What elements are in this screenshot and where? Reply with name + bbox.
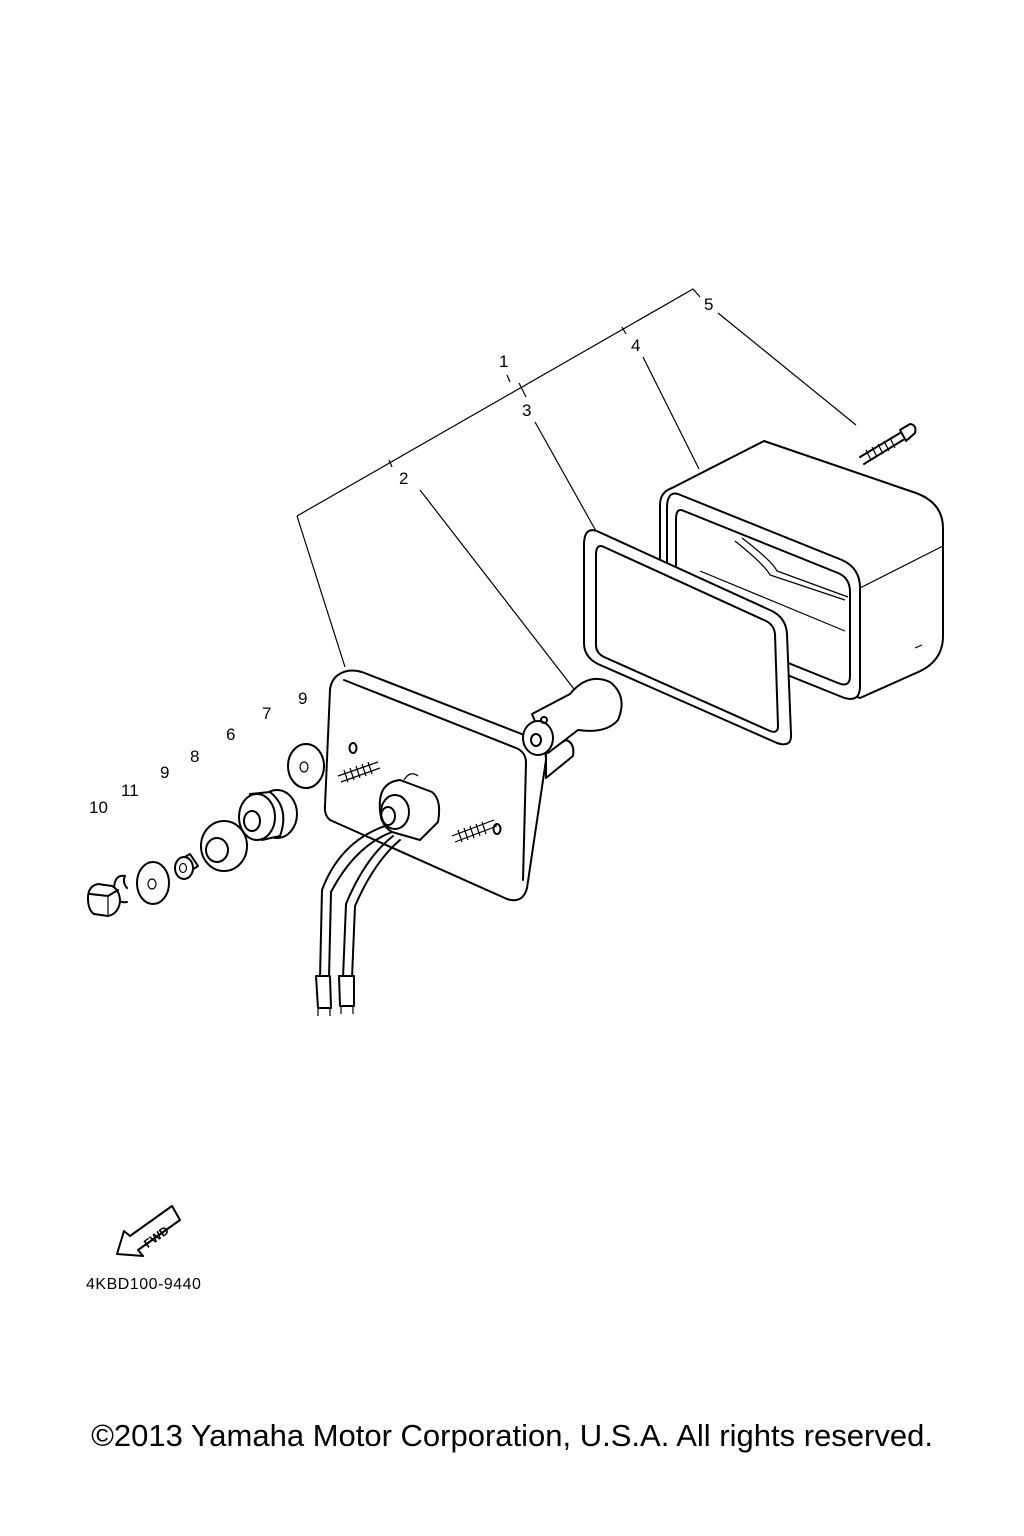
grommet-part: [238, 789, 298, 841]
callout-8: 8: [190, 747, 199, 766]
fwd-arrow-icon: FWD: [116, 1205, 181, 1257]
gasket-part: [583, 529, 793, 746]
nut-part: [87, 883, 121, 917]
washer-part-9-left: [136, 861, 170, 905]
callout-numbers: 1 2 3 4 5 6 7 8 9 9 10 11: [89, 295, 713, 817]
callout-6: 6: [226, 725, 235, 744]
callout-1: 1: [499, 352, 508, 371]
callout-10: 10: [89, 798, 108, 817]
leader-lines: [296, 288, 857, 690]
spacer-part: [174, 853, 199, 880]
callout-2: 2: [399, 469, 408, 488]
bulb-part: [522, 678, 623, 756]
collar-part: [200, 820, 248, 872]
callout-11: 11: [121, 781, 139, 800]
base-plate-part: [315, 669, 575, 1016]
callout-9-right: 9: [298, 689, 307, 708]
callout-7: 7: [262, 704, 271, 723]
screw-part: [859, 423, 917, 465]
copyright-notice: ©2013 Yamaha Motor Corporation, U.S.A. A…: [91, 1418, 933, 1453]
callout-5: 5: [704, 295, 713, 314]
callout-9-left: 9: [160, 763, 169, 782]
washer-part-9-right: [287, 743, 325, 789]
drawing-code: 4KBD100-9440: [86, 1276, 202, 1293]
callout-4: 4: [631, 336, 640, 355]
callout-3: 3: [522, 401, 531, 420]
